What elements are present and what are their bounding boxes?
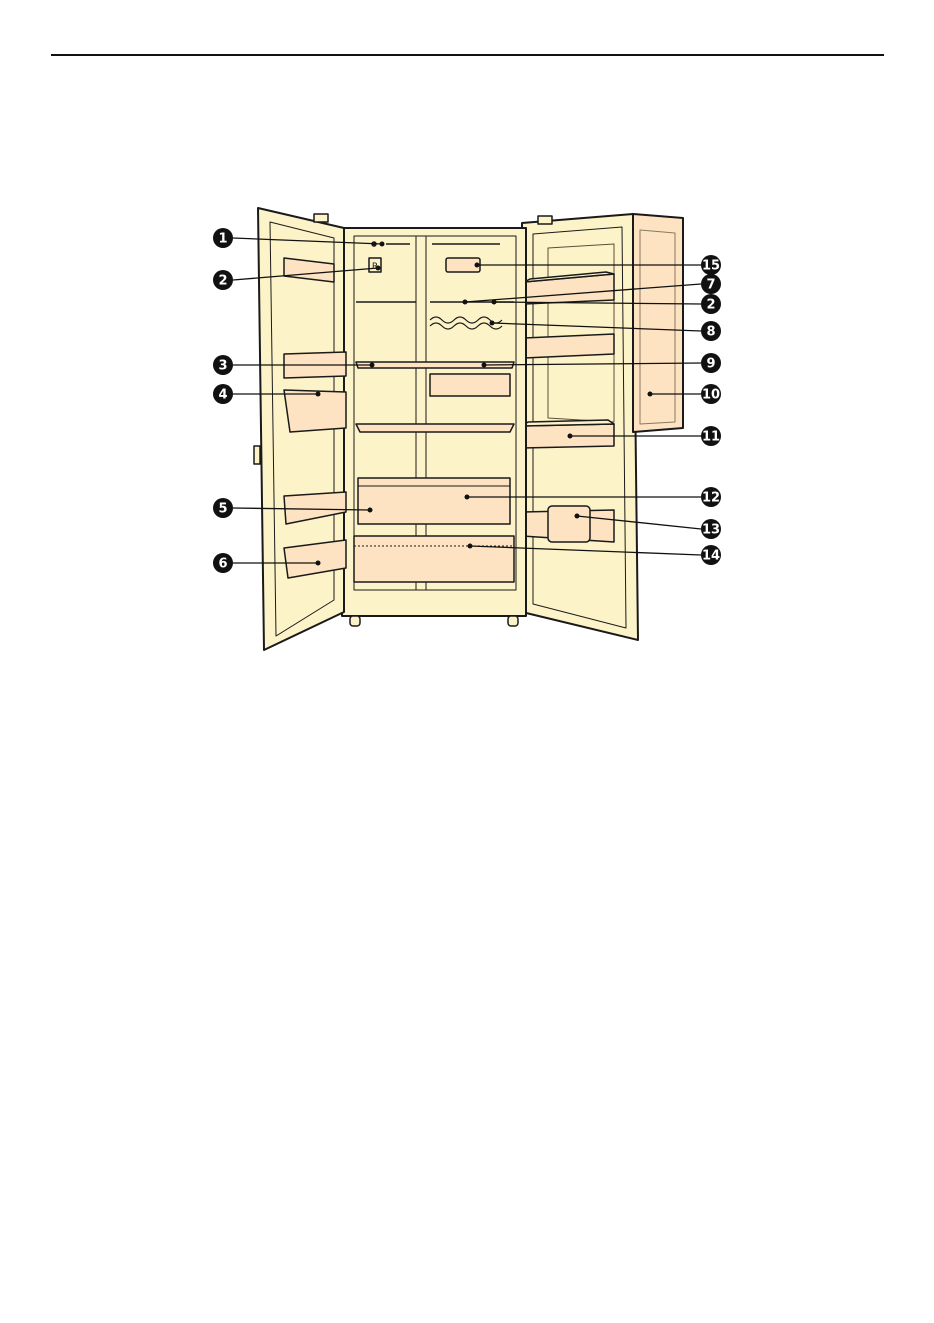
callout-point-14 [468, 544, 473, 549]
callout-point-4 [316, 392, 321, 397]
callout-number: 1 [218, 232, 227, 247]
callout-point-1 [380, 242, 385, 247]
callout-number: 8 [706, 325, 715, 340]
callout-number: 15 [702, 259, 720, 274]
callout-number: 13 [702, 523, 720, 538]
callout-point-6 [316, 561, 321, 566]
callout-number: 2 [706, 298, 715, 313]
callout-number: 10 [702, 388, 720, 403]
freezer-sensor-label: R [372, 262, 378, 272]
callout-number: 4 [218, 388, 227, 403]
callout-point-8 [490, 321, 495, 326]
callout-point-12 [465, 495, 470, 500]
callout-point-7 [463, 300, 468, 305]
callout-point-10 [648, 392, 653, 397]
callout-number: 6 [218, 557, 227, 572]
callout-number: 14 [702, 549, 720, 564]
callout-point-3 [370, 363, 375, 368]
callout-number: 5 [218, 502, 227, 517]
callout-number: 9 [706, 357, 715, 372]
callout-number: 11 [702, 430, 720, 445]
callout-point-13 [575, 514, 580, 519]
callout-point-11 [568, 434, 573, 439]
callout-number: 7 [706, 278, 715, 293]
callout-point-2 [492, 300, 497, 305]
callout-point-9 [482, 363, 487, 368]
callout-point-5 [368, 508, 373, 513]
callout-point-15 [475, 263, 480, 268]
callout-number: 12 [702, 491, 720, 506]
callout-number: 2 [218, 274, 227, 289]
callout-number: 3 [218, 359, 227, 374]
